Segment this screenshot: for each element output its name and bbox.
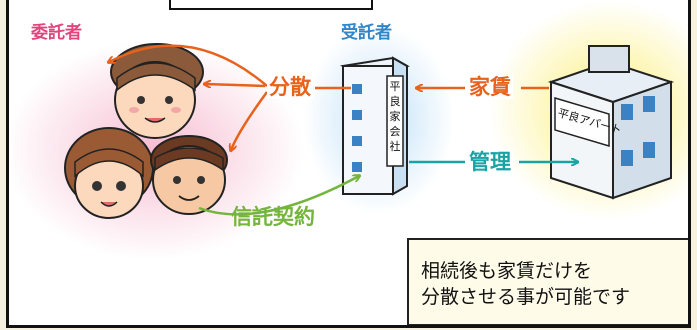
truster-man	[150, 135, 228, 215]
truster-girl	[64, 127, 154, 219]
distribution-arrows	[109, 44, 351, 150]
distribution-label: 分散	[267, 75, 313, 99]
caption-box: 相続後も家賃だけを 分散させる事が可能です	[407, 238, 688, 325]
diagram-panel: 平良家会社 平良アパート 委託者 受託者 分散 家賃 管理 信託契約 相続後も家…	[6, 0, 691, 328]
trustee-label: 受託者	[341, 23, 392, 43]
trust-contract-label: 信託契約	[231, 205, 315, 229]
company-sign: 平良家会社	[390, 80, 401, 153]
caption-line-1: 相続後も家賃だけを	[421, 260, 593, 282]
truster-woman-top	[110, 43, 204, 139]
trust-contract-arrow	[198, 176, 359, 216]
truster-label: 委託者	[31, 23, 82, 43]
rent-label: 家賃	[467, 75, 513, 99]
management-label: 管理	[467, 150, 513, 174]
header-tab	[169, 0, 373, 10]
apartment-building-icon	[547, 45, 675, 200]
caption-line-2: 分散させる事が可能です	[421, 286, 631, 308]
trustee-building-icon	[340, 56, 410, 196]
diagram-scene: 平良家会社 平良アパート	[9, 0, 688, 260]
